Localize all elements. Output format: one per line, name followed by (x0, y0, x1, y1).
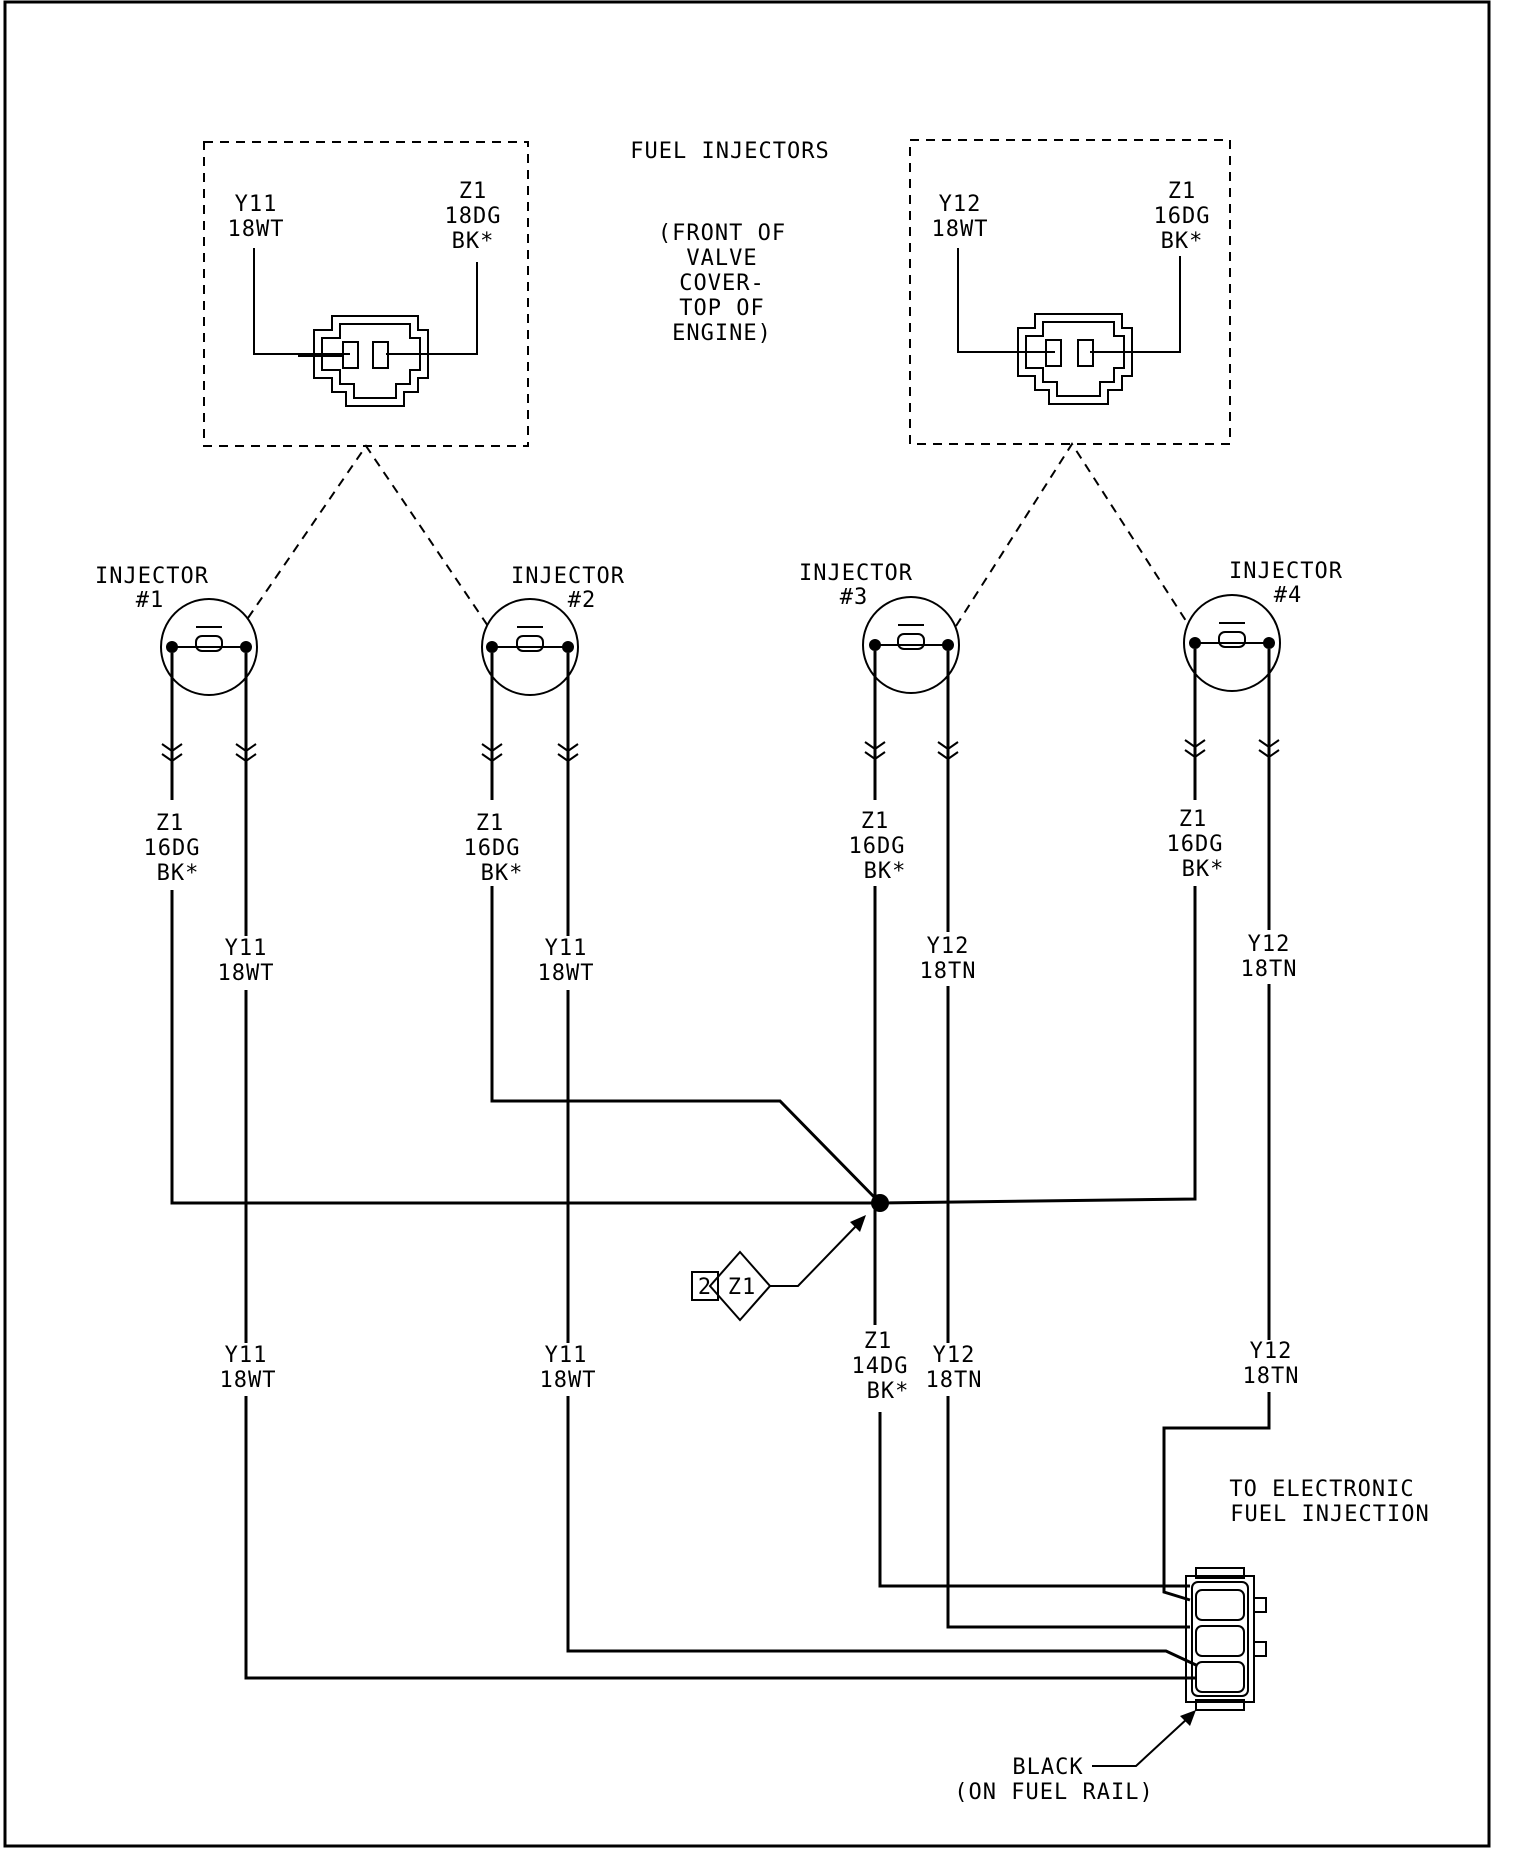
svg-text:Y11: Y11 (545, 1343, 588, 1368)
ground-wires (170, 649, 1197, 1588)
svg-text:16DG: 16DG (1167, 832, 1224, 857)
svg-text:ENGINE): ENGINE) (672, 321, 772, 346)
svg-text:BLACK: BLACK (1012, 1755, 1083, 1780)
svg-text:#4: #4 (1274, 583, 1303, 608)
svg-text:Y12: Y12 (939, 192, 982, 217)
svg-text:16DG: 16DG (464, 836, 521, 861)
splice-point (871, 1194, 889, 1212)
svg-text:Y11: Y11 (545, 936, 588, 961)
svg-text:18WT: 18WT (932, 217, 989, 242)
svg-text:18WT: 18WT (220, 1368, 277, 1393)
svg-text:Y11: Y11 (225, 1343, 268, 1368)
svg-text:TO ELECTRONIC: TO ELECTRONIC (1229, 1477, 1414, 1502)
svg-text:BK*: BK* (452, 229, 495, 254)
svg-text:INJECTOR: INJECTOR (511, 564, 625, 589)
wire-labels-injector-4: Z1 16DG BK* Y12 18TN Y12 18TN (1167, 807, 1300, 1389)
svg-text:18TN: 18TN (920, 959, 977, 984)
svg-text:BK*: BK* (481, 861, 524, 886)
svg-text:Y11: Y11 (235, 192, 278, 217)
svg-text:2: 2 (698, 1275, 712, 1300)
svg-text:BK*: BK* (157, 861, 200, 886)
svg-text:18WT: 18WT (540, 1368, 597, 1393)
fuel-rail-connector (1185, 1567, 1267, 1711)
svg-text:Z1: Z1 (728, 1275, 757, 1300)
page-border (3, 0, 1491, 1848)
svg-text:Z1: Z1 (861, 809, 890, 834)
svg-text:VALVE: VALVE (686, 246, 757, 271)
inline-connector-chevrons (161, 739, 1280, 763)
svg-text:18TN: 18TN (926, 1368, 983, 1393)
svg-text:Y12: Y12 (1250, 1339, 1293, 1364)
svg-text:#2: #2 (568, 588, 597, 613)
svg-text:Z1: Z1 (1168, 179, 1197, 204)
svg-text:Y11: Y11 (225, 936, 268, 961)
diagram-title: FUEL INJECTORS (630, 139, 829, 164)
svg-text:TOP OF: TOP OF (679, 296, 764, 321)
svg-text:Z1: Z1 (459, 179, 488, 204)
svg-text:16DG: 16DG (144, 836, 201, 861)
svg-text:INJECTOR: INJECTOR (799, 561, 913, 586)
svg-text:14DG: 14DG (852, 1354, 909, 1379)
svg-text:Z1: Z1 (864, 1329, 893, 1354)
svg-text:#1: #1 (136, 588, 165, 613)
svg-text:Z1: Z1 (156, 811, 185, 836)
detail-leaders (247, 442, 1189, 627)
svg-text:Z1: Z1 (1179, 807, 1208, 832)
svg-text:#3: #3 (840, 585, 869, 610)
connector-color-note: BLACK (ON FUEL RAIL) (954, 1710, 1196, 1805)
location-note: (FRONT OF VALVE COVER- TOP OF ENGINE) (658, 221, 786, 346)
svg-text:18TN: 18TN (1241, 957, 1298, 982)
wire-labels-injector-3: Z1 16DG BK* Y12 18TN Y12 18TN (849, 809, 983, 1393)
svg-text:INJECTOR: INJECTOR (1229, 559, 1343, 584)
svg-text:Z1: Z1 (476, 811, 505, 836)
svg-text:BK*: BK* (867, 1379, 910, 1404)
svg-text:Y12: Y12 (1248, 932, 1291, 957)
signal-wires (244, 649, 1271, 1680)
svg-text:18WT: 18WT (218, 961, 275, 986)
svg-text:FUEL INJECTION: FUEL INJECTION (1230, 1502, 1429, 1527)
svg-text:(FRONT OF: (FRONT OF (658, 221, 786, 246)
injector-2: INJECTOR #2 (481, 564, 625, 696)
svg-text:18WT: 18WT (538, 961, 595, 986)
injector-4: INJECTOR #4 (1183, 559, 1343, 692)
svg-text:INJECTOR: INJECTOR (95, 564, 209, 589)
injector-3: INJECTOR #3 (799, 561, 960, 694)
injector-1: INJECTOR #1 (95, 564, 258, 696)
svg-text:16DG: 16DG (1154, 204, 1211, 229)
wire-label-ground-out: Z1 14DG BK* (852, 1329, 910, 1404)
fuel-injection-label: TO ELECTRONIC FUEL INJECTION (1229, 1477, 1429, 1527)
splice-reference: 2 Z1 (691, 1215, 866, 1322)
svg-text:18WT: 18WT (228, 217, 285, 242)
connector-detail-right: Y12 18WT Z1 16DG BK* (909, 139, 1231, 445)
svg-text:BK*: BK* (1161, 229, 1204, 254)
connector-detail-left: Y11 18WT Z1 18DG BK* (203, 141, 529, 447)
wire-labels-injector-1: Z1 16DG BK* Y11 18WT Y11 18WT (144, 811, 277, 1393)
svg-text:BK*: BK* (864, 859, 907, 884)
svg-text:18DG: 18DG (445, 204, 502, 229)
svg-text:Y12: Y12 (933, 1343, 976, 1368)
svg-text:16DG: 16DG (849, 834, 906, 859)
svg-text:COVER-: COVER- (679, 271, 764, 296)
wire-labels-injector-2: Z1 16DG BK* Y11 18WT Y11 18WT (464, 811, 597, 1393)
svg-text:Y12: Y12 (927, 934, 970, 959)
svg-text:(ON FUEL RAIL): (ON FUEL RAIL) (954, 1780, 1153, 1805)
svg-text:18TN: 18TN (1243, 1364, 1300, 1389)
svg-text:BK*: BK* (1182, 857, 1225, 882)
